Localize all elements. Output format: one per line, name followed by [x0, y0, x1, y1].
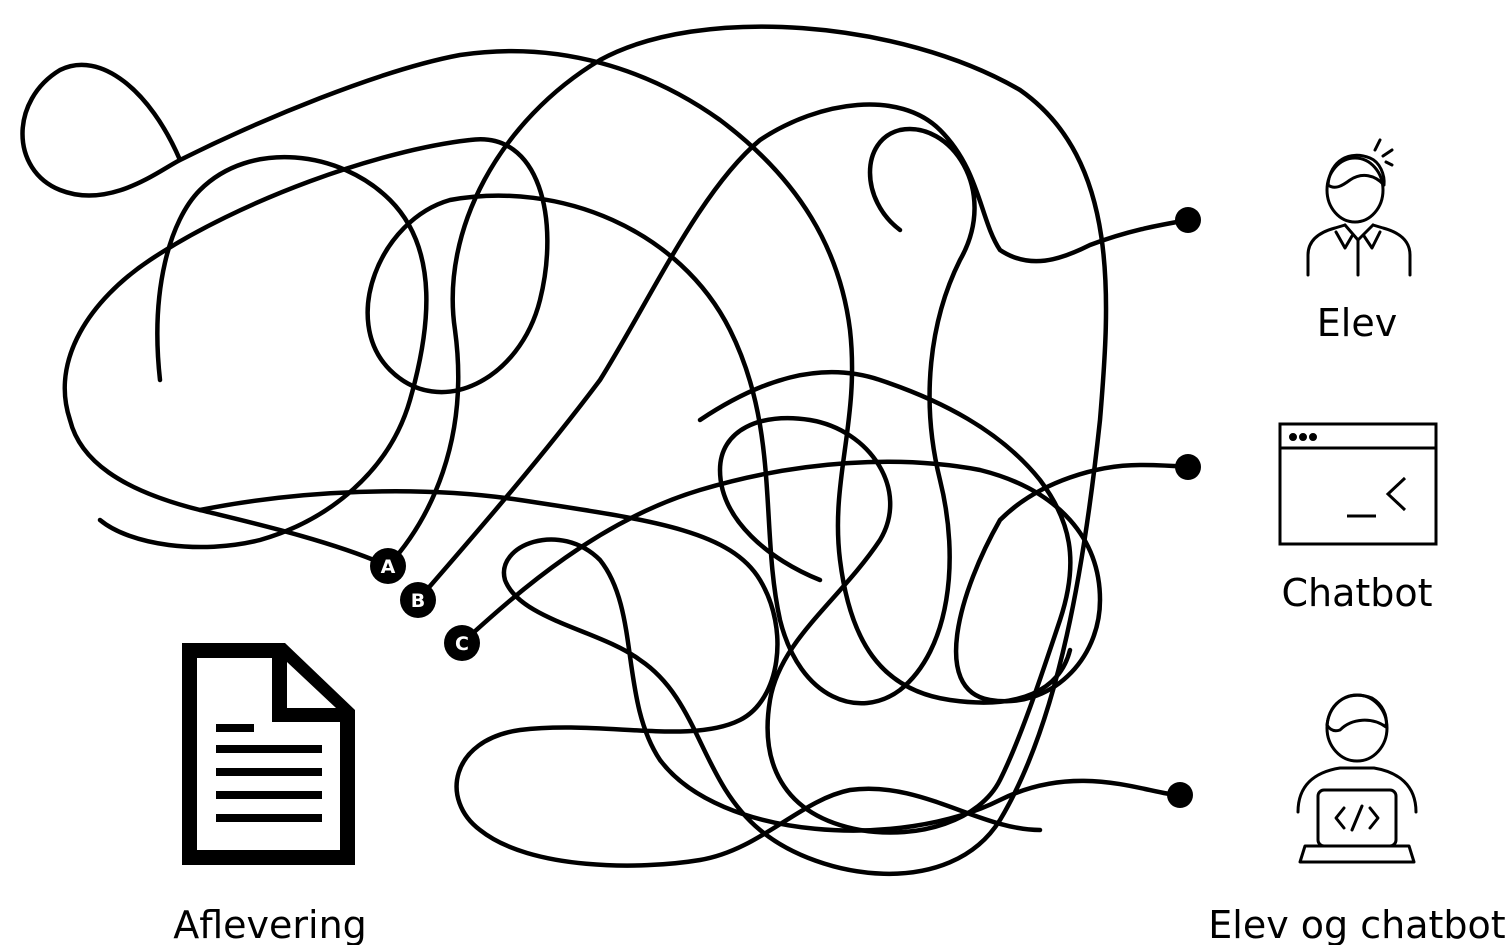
- end-dot-chatbot: [1175, 454, 1201, 480]
- chatbot-window-icon: [1278, 422, 1438, 546]
- maze-loop-top: [97, 154, 429, 550]
- student-icon: [1306, 138, 1412, 277]
- target-label-elev: Elev: [1317, 301, 1397, 345]
- maze-path-c: [459, 459, 1191, 704]
- target-label-elev-og-chatbot: Elev og chatbot: [1208, 903, 1505, 945]
- document-icon: [182, 643, 355, 865]
- maze-loop-mid: [197, 489, 1043, 868]
- maze-path-b: [62, 102, 1191, 706]
- start-marker-c[interactable]: C: [444, 625, 480, 661]
- start-marker-b-label: B: [411, 590, 425, 612]
- target-label-chatbot: Chatbot: [1281, 571, 1432, 615]
- maze-paths: [20, 24, 1191, 876]
- start-marker-b[interactable]: B: [400, 582, 436, 618]
- end-dot-elev-og-chatbot: [1167, 782, 1193, 808]
- end-dot-elev: [1175, 207, 1201, 233]
- start-marker-c-label: C: [455, 633, 469, 655]
- maze-loop-left: [20, 48, 1073, 705]
- start-marker-a-label: A: [381, 556, 396, 578]
- start-marker-a[interactable]: A: [370, 548, 406, 584]
- student-with-laptop-icon: [1296, 693, 1418, 864]
- document-label: Aflevering: [173, 903, 367, 945]
- maze-loop-right: [697, 369, 1073, 835]
- maze-path-a: [385, 24, 1183, 876]
